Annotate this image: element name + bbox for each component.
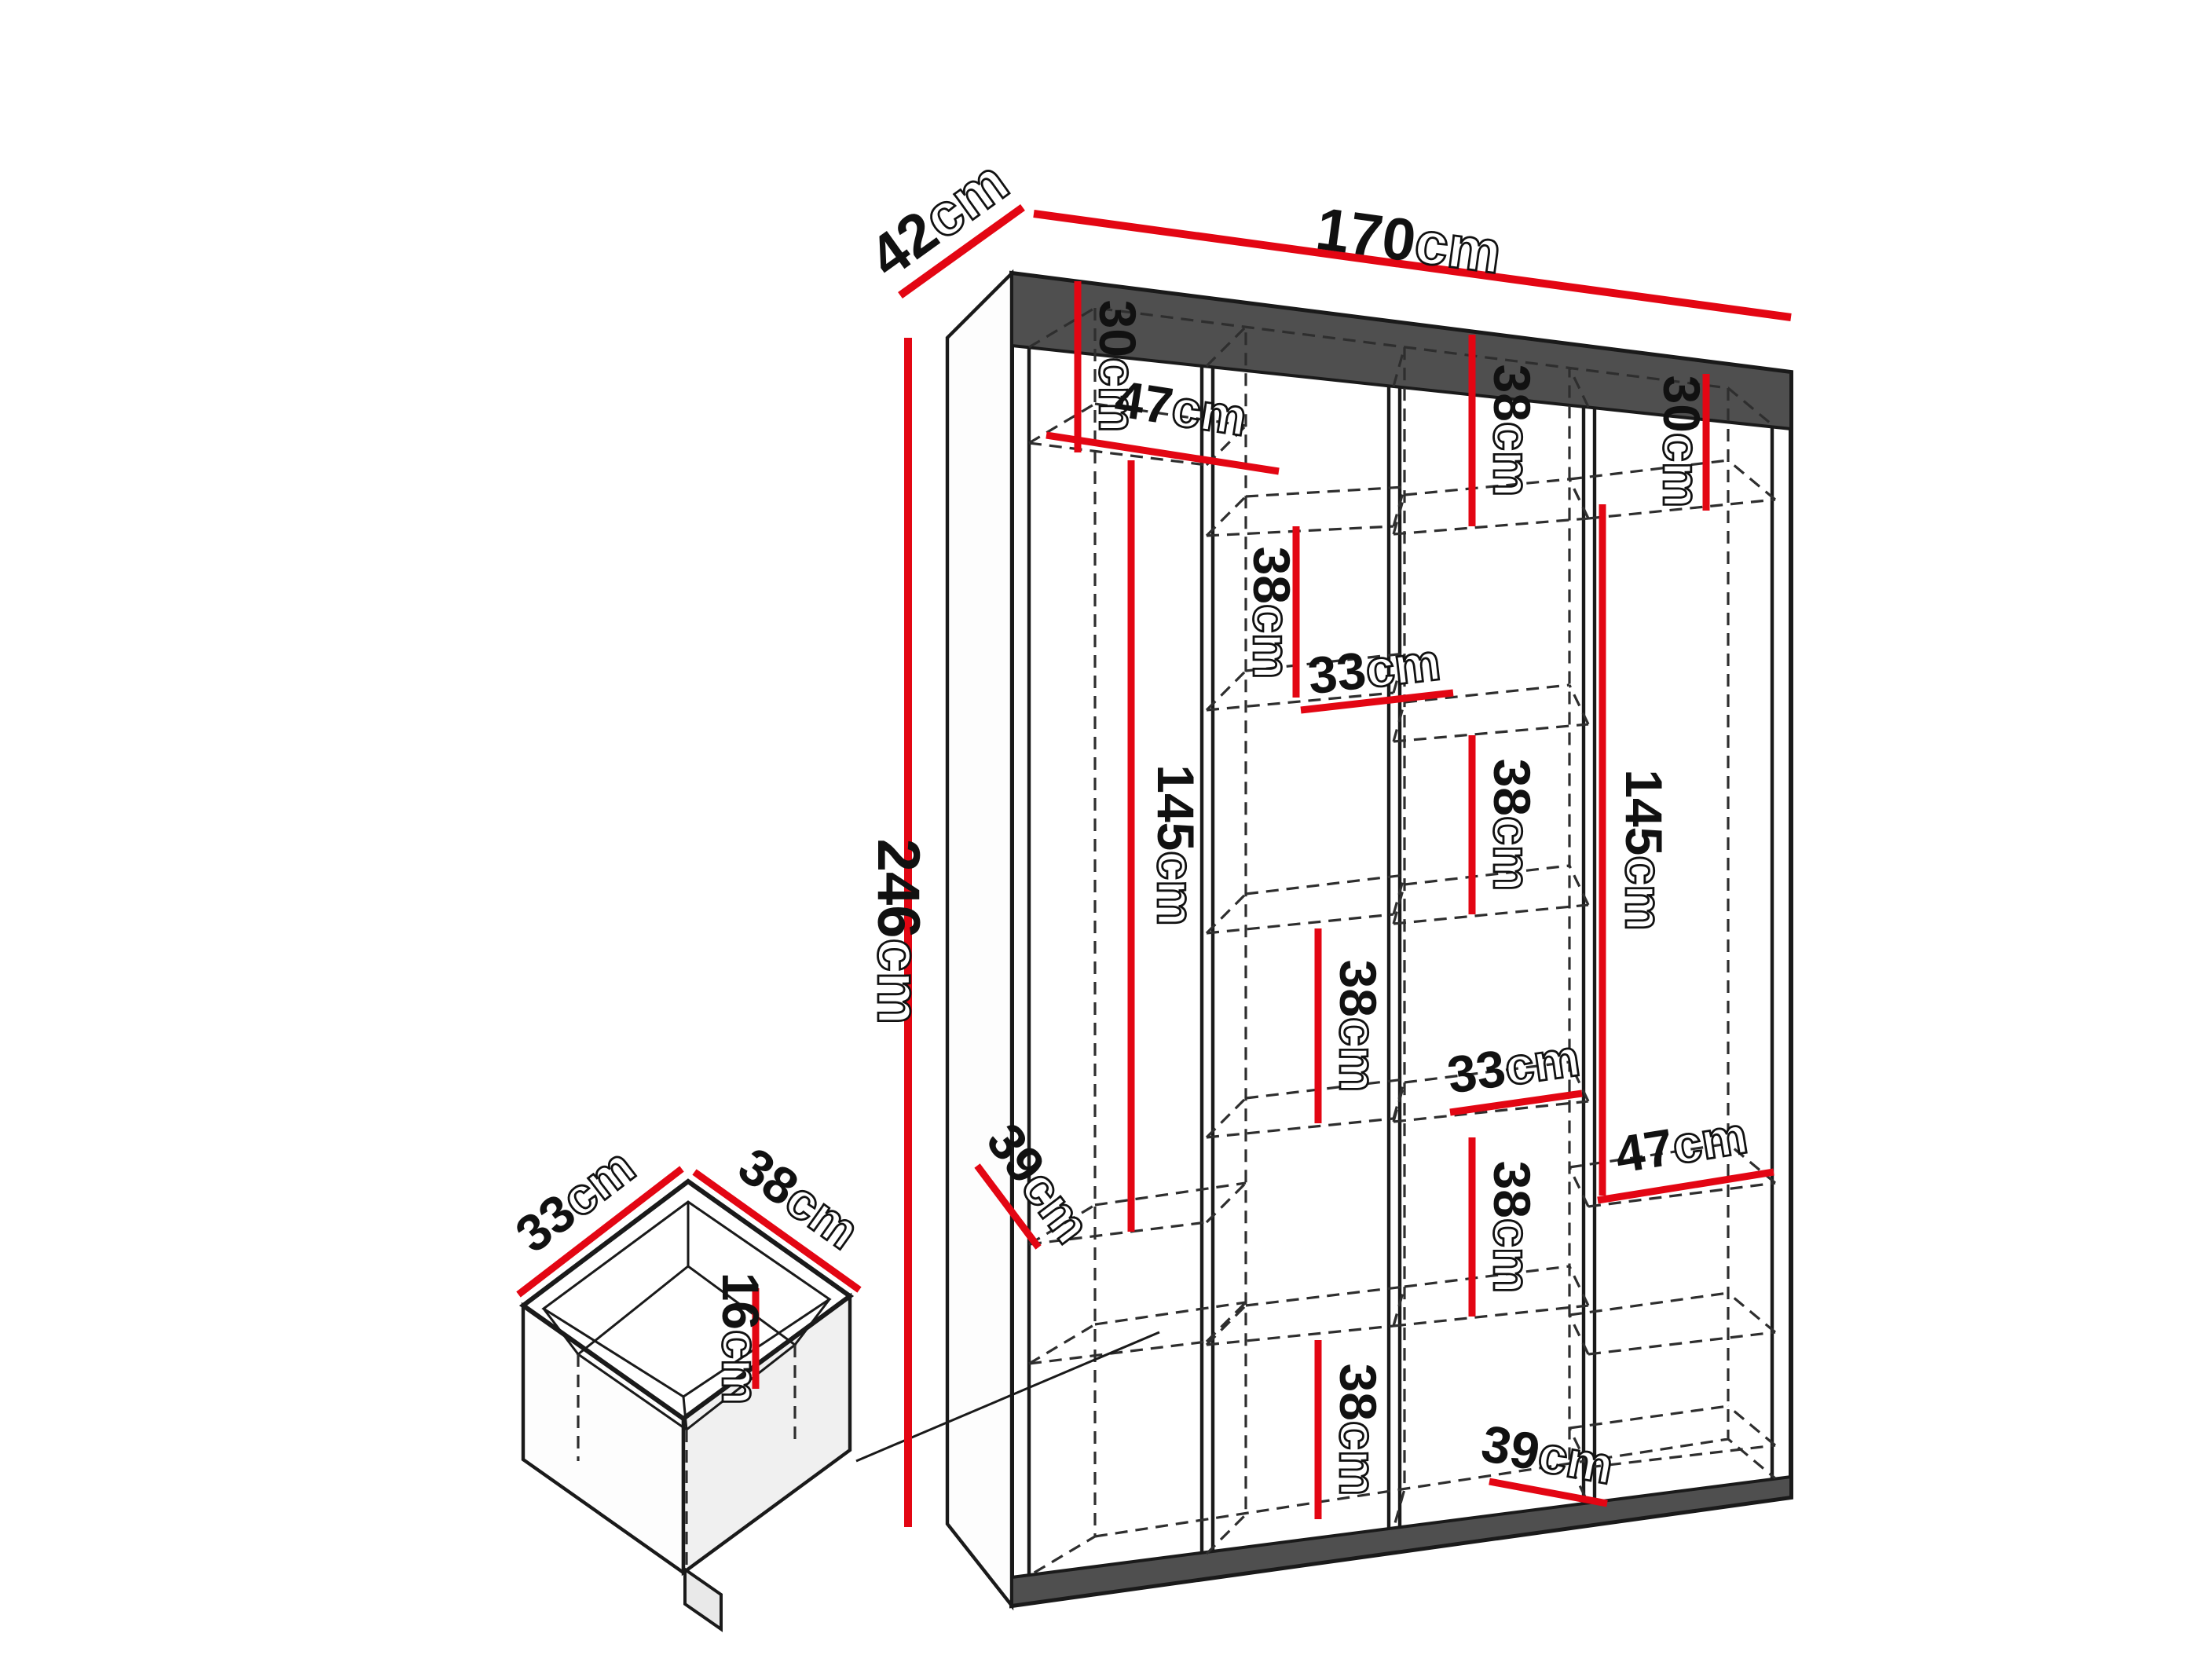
dim-label-s3-33: 33cm xyxy=(1444,1028,1583,1104)
wardrobe-inner-walls xyxy=(1027,347,1774,1576)
dim-label-height-246: 246cm xyxy=(865,839,932,1025)
dim-label-s4-145: 145cm xyxy=(1615,769,1673,931)
dim-line-depth-42 xyxy=(898,203,1025,299)
dim-line-s2-33 xyxy=(1300,689,1454,714)
dim-label-drawer-16: 16cm xyxy=(712,1273,770,1405)
shelves-column-2 xyxy=(1205,485,1406,1346)
interior-dashed-lines xyxy=(1028,306,1777,1577)
dim-label-s1-145: 145cm xyxy=(1147,764,1205,926)
drawer-hidden-edges xyxy=(577,1345,797,1569)
dim-label-s2-38a: 38cm xyxy=(1243,547,1301,679)
dim-line-drawer-38 xyxy=(692,1169,862,1293)
dim-label-s4-30: 30cm xyxy=(1653,375,1711,508)
dim-label-s3-38a: 38cm xyxy=(1483,364,1541,497)
dim-label-s3-38c: 38cm xyxy=(1483,1161,1541,1294)
dim-label-s1-47: 47cm xyxy=(1111,369,1251,447)
wardrobe-left-side-panel xyxy=(945,269,1014,1611)
drawer-interior-corners xyxy=(542,1202,831,1430)
wardrobe-dividers xyxy=(1199,366,1597,1552)
wardrobe-base-panel xyxy=(1010,1474,1793,1608)
dim-line-s1-47 xyxy=(1046,431,1280,475)
shelves-column-1 xyxy=(1028,402,1247,1365)
dim-label-s2-33: 33cm xyxy=(1305,632,1443,705)
drawer-top-rim xyxy=(518,1178,855,1422)
dim-line-width-170 xyxy=(1033,210,1792,321)
dim-label-s2-38b: 38cm xyxy=(1329,960,1387,1093)
dim-line-s1-39 xyxy=(974,1163,1042,1250)
divider-backs-dashed xyxy=(1205,324,1590,1555)
dim-label-width-170: 170cm xyxy=(1312,196,1505,287)
shelves-column-4 xyxy=(1568,459,1777,1469)
dim-label-s3-38b: 38cm xyxy=(1483,759,1541,892)
dim-line-s3-33 xyxy=(1449,1090,1583,1116)
dim-label-s1-30: 30cm xyxy=(1089,300,1147,433)
dim-line-s3-39 xyxy=(1489,1478,1608,1507)
wardrobe-top-panel xyxy=(1010,271,1793,431)
dim-label-s2-38c: 38cm xyxy=(1329,1364,1387,1496)
drawer-drawing xyxy=(518,1178,855,1632)
back-frame-dashed xyxy=(1028,306,1777,1577)
dim-line-s4-47 xyxy=(1597,1168,1774,1204)
dim-label-s4-47: 47cm xyxy=(1611,1105,1751,1184)
dim-line-drawer-33 xyxy=(516,1166,684,1298)
dimension-lines xyxy=(516,203,1792,1527)
wardrobe-drawing xyxy=(945,269,1793,1611)
dim-label-s3-39: 39cm xyxy=(1477,1413,1618,1495)
drawer-foot xyxy=(683,1566,723,1632)
